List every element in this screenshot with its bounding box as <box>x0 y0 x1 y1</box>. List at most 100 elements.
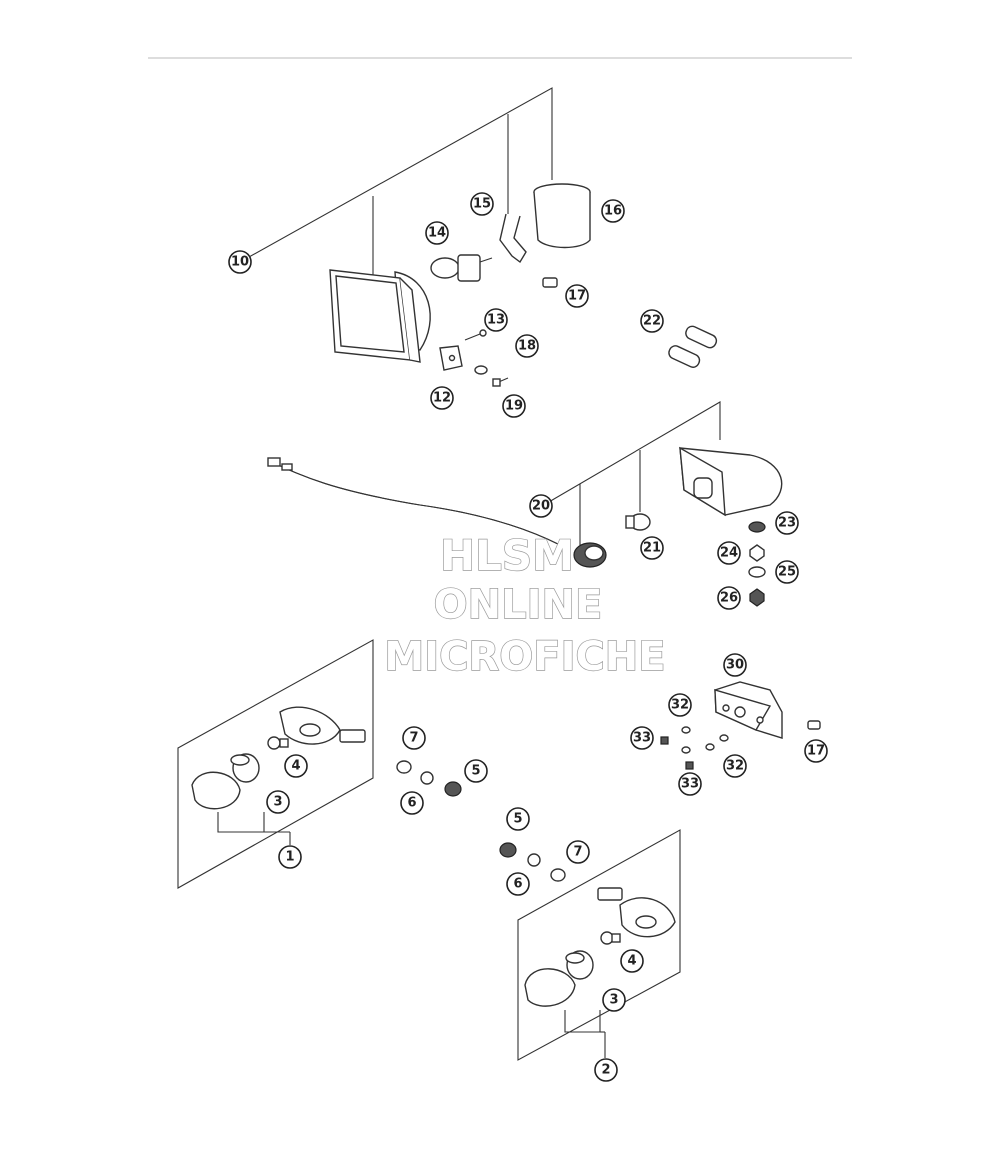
svg-text:2: 2 <box>601 1063 610 1078</box>
bracket-12 <box>439 345 463 371</box>
callout-3: 3 <box>266 790 290 814</box>
watermark-line-3: MICROFICHE <box>384 634 665 680</box>
right-signal-lens <box>524 968 576 1007</box>
svg-text:1: 1 <box>285 850 294 865</box>
left-signal-frame <box>177 639 374 889</box>
svg-text:32: 32 <box>726 759 744 774</box>
callout-2: 2 <box>594 1058 618 1082</box>
left-signal-body <box>279 706 366 745</box>
callout-20: 20 <box>529 494 553 518</box>
right-signal-frame <box>517 829 681 1061</box>
left-signal-lens <box>191 771 241 810</box>
watermark-line-2: ONLINE <box>434 582 603 628</box>
svg-text:7: 7 <box>409 731 418 746</box>
callout-6: 6 <box>400 791 424 815</box>
taillight-housing <box>679 446 783 517</box>
callout-13: 13 <box>484 308 508 332</box>
screw-19 <box>492 377 509 387</box>
svg-text:15: 15 <box>473 197 491 212</box>
callout-26: 26 <box>717 586 741 610</box>
license-light <box>714 681 783 739</box>
headlight-housing <box>329 269 431 363</box>
parking-bulb <box>542 277 558 288</box>
svg-text:4: 4 <box>291 759 300 774</box>
svg-text:12: 12 <box>433 391 451 406</box>
svg-text:16: 16 <box>604 204 622 219</box>
left-nuts <box>396 760 462 797</box>
svg-text:6: 6 <box>407 796 416 811</box>
callout-17: 17 <box>804 739 828 763</box>
right-signal-socket <box>565 950 594 980</box>
svg-text:7: 7 <box>573 845 582 860</box>
callout-15: 15 <box>470 192 494 216</box>
svg-text:25: 25 <box>778 565 796 580</box>
callout-25: 25 <box>775 560 799 584</box>
svg-text:33: 33 <box>633 731 651 746</box>
screw-13 <box>464 329 487 341</box>
callout-12: 12 <box>430 386 454 410</box>
svg-text:5: 5 <box>513 812 522 827</box>
callout-32: 32 <box>668 693 692 717</box>
callout-7: 7 <box>402 726 426 750</box>
svg-text:6: 6 <box>513 877 522 892</box>
svg-text:32: 32 <box>671 698 689 713</box>
svg-text:14: 14 <box>428 226 446 241</box>
callout-24: 24 <box>717 541 741 565</box>
callout-5: 5 <box>464 759 488 783</box>
taillight-cable <box>267 457 561 546</box>
socket-20 <box>573 542 607 568</box>
svg-text:13: 13 <box>487 313 505 328</box>
callout-6: 6 <box>506 872 530 896</box>
svg-text:24: 24 <box>720 546 738 561</box>
left-signal-bulb <box>267 736 289 750</box>
watermark-line-1: HLSM <box>440 531 574 580</box>
headlight-leader-lines <box>239 87 553 278</box>
svg-text:3: 3 <box>273 795 282 810</box>
svg-text:21: 21 <box>643 541 661 556</box>
callout-4: 4 <box>620 949 644 973</box>
svg-text:3: 3 <box>609 993 618 1008</box>
callout-30: 30 <box>723 653 747 677</box>
svg-text:23: 23 <box>778 516 796 531</box>
svg-text:22: 22 <box>643 314 661 329</box>
headlight-bulb <box>430 254 493 282</box>
reflectors-22 <box>668 325 718 368</box>
headlight-ring <box>533 183 591 249</box>
left-signal-socket <box>230 753 260 783</box>
callout-3: 3 <box>602 988 626 1012</box>
callout-14: 14 <box>425 221 449 245</box>
svg-text:30: 30 <box>726 658 744 673</box>
right-signal-bulb <box>600 931 621 945</box>
svg-text:17: 17 <box>807 744 825 759</box>
right-nuts <box>499 842 566 882</box>
license-bulb <box>807 720 821 730</box>
svg-text:10: 10 <box>231 255 249 270</box>
callout-18: 18 <box>515 334 539 358</box>
callout-17: 17 <box>565 284 589 308</box>
callout-19: 19 <box>502 394 526 418</box>
callout-33: 33 <box>678 772 702 796</box>
callout-33: 33 <box>630 726 654 750</box>
callout-16: 16 <box>601 199 625 223</box>
watermark: HLSM ONLINE MICROFICHE <box>384 530 667 680</box>
callout-10: 10 <box>228 250 252 274</box>
callout-4: 4 <box>284 754 308 778</box>
svg-text:19: 19 <box>505 399 523 414</box>
callout-7: 7 <box>566 840 590 864</box>
callout-5: 5 <box>506 807 530 831</box>
license-hardware <box>660 726 729 770</box>
svg-text:18: 18 <box>518 339 536 354</box>
svg-text:4: 4 <box>627 954 636 969</box>
svg-text:20: 20 <box>532 499 550 514</box>
bulb-21 <box>625 513 651 531</box>
bulb-clip <box>499 213 527 264</box>
nut-washer-stack <box>748 521 766 607</box>
callout-32: 32 <box>723 754 747 778</box>
right-signal-body <box>597 887 676 938</box>
callout-21: 21 <box>640 536 664 560</box>
washer-18 <box>474 365 488 375</box>
callout-1: 1 <box>278 845 302 869</box>
svg-text:33: 33 <box>681 777 699 792</box>
